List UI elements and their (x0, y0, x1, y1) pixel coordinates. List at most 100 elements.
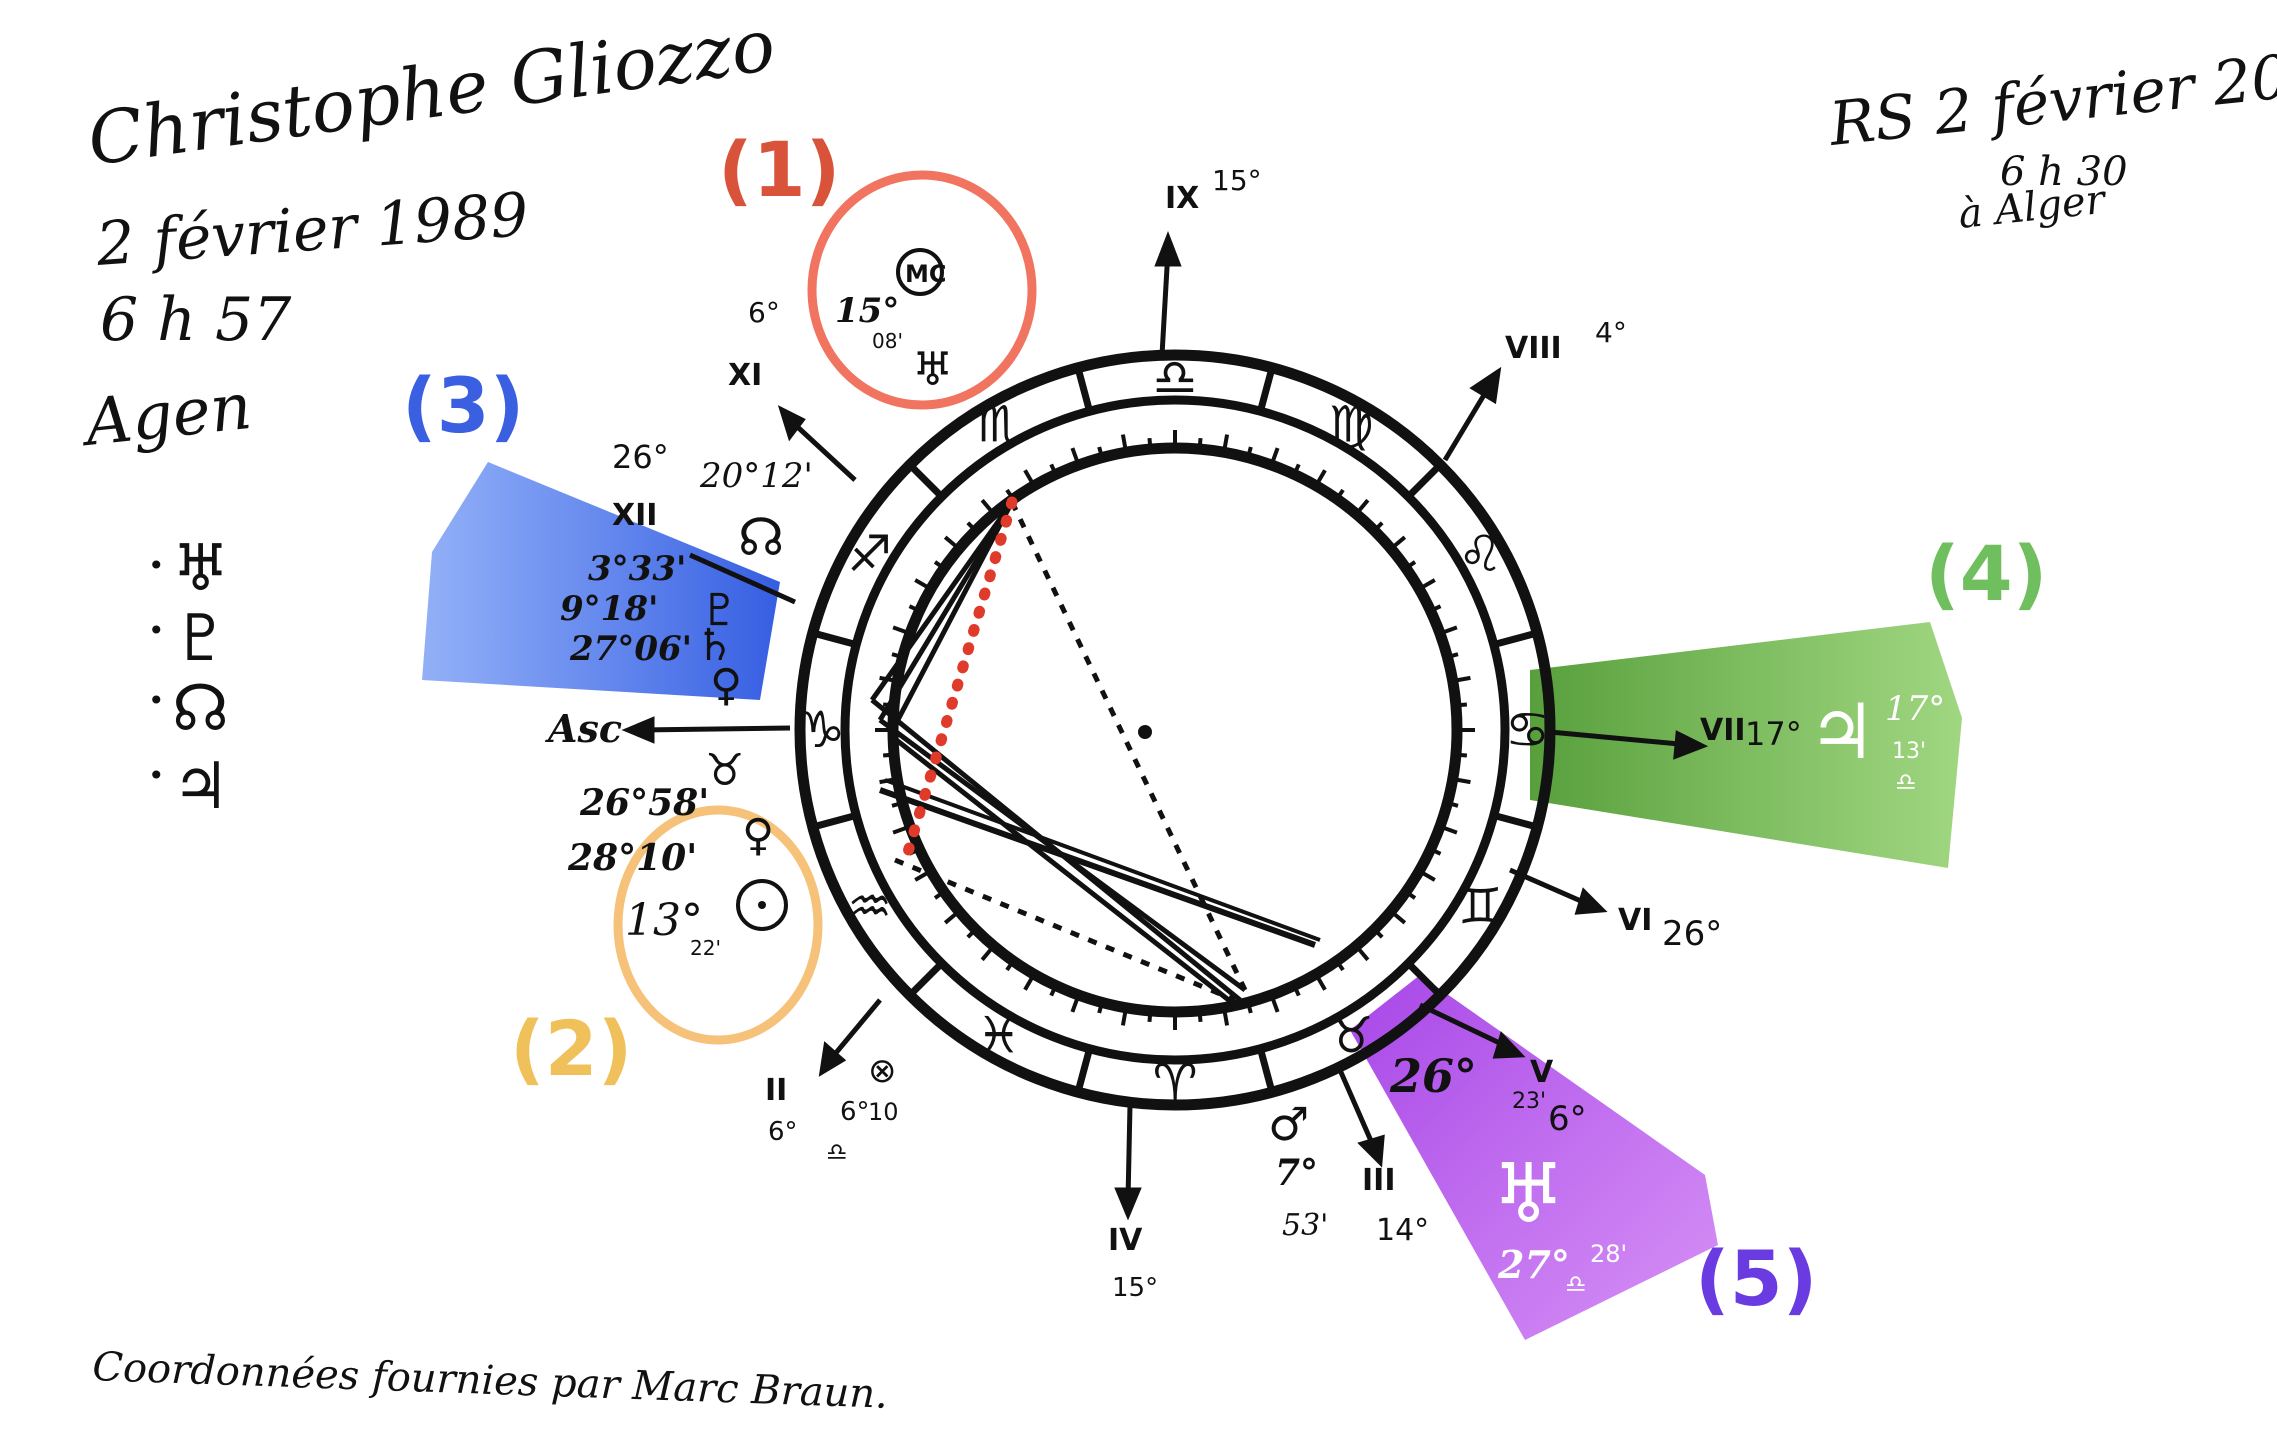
mc-annotation: MC 15° 08' ♅ (835, 248, 953, 396)
degree-tick (1452, 776, 1471, 785)
highlight-beam-4 (1530, 622, 1962, 868)
planet-list-bullet: • (148, 549, 165, 582)
degree-tick (1418, 869, 1436, 882)
house-vi-label: VI (1618, 903, 1652, 938)
blue-line-2: 9°18' (560, 589, 658, 629)
sign-leo: ♌ (1458, 525, 1503, 583)
uranus-sign: ♎ (1565, 1270, 1587, 1298)
sign-divider (907, 462, 945, 500)
house-xi-label: XI (728, 358, 762, 393)
jupiter-annotation: ♃ 17° 13' ♎ (1808, 687, 1945, 796)
mc-circle (896, 248, 944, 296)
house-vii-deg: 17° (1745, 715, 1802, 753)
cusp-line-iii (1337, 1068, 1378, 1152)
degree-tick (1439, 824, 1458, 835)
house-v-deg: 6° (1548, 1099, 1587, 1139)
degree-tick (966, 521, 978, 533)
chart-center (1138, 725, 1152, 739)
highlight-label-4: (4) (1925, 529, 2047, 618)
planet-list-item: ♃ (172, 750, 229, 824)
sign-capricorn: ♑ (800, 701, 845, 759)
ii-extra-deg: 6° (840, 1097, 870, 1127)
degree-tick (943, 909, 961, 925)
highlight-label-3: (3) (402, 361, 524, 450)
orange-annotation: ♉ 26°58' 28°10' ♀ 13° 22' (567, 745, 788, 960)
blue-annotation: 3°33' 9°18' 27°06' ♇ ♄ ♀ (560, 549, 742, 711)
zodiac-signs: ♎ ♍ ♌ ♋ ♊ ♉ ♈ ♓ ♒ ♑ ♐ ♏ (800, 349, 1550, 1112)
sign-divider (1074, 366, 1093, 413)
degree-tick (1372, 927, 1384, 939)
highlight-beam-5 (1350, 975, 1718, 1340)
cusp-line-vi (1508, 867, 1592, 908)
wheel-inner-ring (887, 442, 1463, 1018)
aspect-line (869, 500, 1015, 702)
cusp-line-viii (1442, 383, 1493, 462)
sign-divider (811, 812, 858, 831)
house-iii-label: III (1362, 1163, 1396, 1198)
house-viii-label: VIII (1505, 331, 1562, 366)
planet-list-item: ♇ (172, 602, 229, 676)
degree-tick (1389, 909, 1407, 925)
degree-tick (980, 944, 996, 962)
degree-tick (892, 625, 911, 636)
mc-min: 08' (872, 329, 903, 353)
native-birth-date: 2 février 1989 (93, 180, 531, 280)
ii-node-glyph: ⊗ (868, 1051, 897, 1091)
degree-tick (1404, 560, 1417, 570)
solar-return-title: RS 2 février 2026 (1825, 34, 2277, 160)
degree-tick (1292, 463, 1301, 476)
degree-tick (914, 578, 932, 591)
house-ix-deg: 15° (1212, 164, 1262, 197)
zodiac-wheel: ♎ ♍ ♌ ♋ ♊ ♉ ♈ ♓ ♒ ♑ ♐ ♏ (794, 349, 1556, 1112)
highlight-beam-3 (422, 462, 780, 700)
wheel-outer-ring (794, 349, 1556, 1111)
sign-divider (1257, 1047, 1276, 1094)
house-viii-deg: 4° (1595, 316, 1627, 349)
cusp-arrow-iii (1357, 1134, 1385, 1168)
solar-return-place: à Alger (1956, 177, 2110, 238)
sign-divider (1257, 366, 1276, 413)
sign-dividers (811, 366, 1539, 1094)
degree-tick (1197, 1010, 1203, 1023)
degree-tick (1246, 446, 1253, 459)
aspect-line-red-dotted (902, 496, 1018, 858)
house-iv-label: IV (1108, 1223, 1143, 1258)
ii-node-deg: 10 (868, 1098, 899, 1126)
cusp-line-vii (1549, 729, 1691, 748)
sign-divider (1492, 629, 1539, 648)
blue-venus-glyph: ♀ (710, 660, 742, 711)
cusp-line-xii (688, 552, 797, 605)
degree-tick (1429, 847, 1442, 856)
native-birth-time: 6 h 57 (100, 285, 292, 355)
cusp-line-ix (1159, 249, 1171, 356)
cusp-arrow-xi (777, 405, 806, 442)
aspect-line-dotted (1009, 500, 1248, 992)
house-vii-label: VII (1700, 713, 1746, 748)
degree-tick (933, 560, 946, 570)
header-right: RS 2 février 2026 6 h 30 à Alger (1825, 34, 2277, 238)
highlight-label-2: (2) (510, 1004, 632, 1093)
degree-tick (1452, 675, 1471, 684)
degree-tick (1049, 984, 1058, 997)
aspect-line (884, 778, 1321, 942)
sign-virgo: ♍ (1329, 396, 1374, 454)
sign-cancer: ♋ (1505, 701, 1550, 759)
degree-tick (1269, 994, 1280, 1013)
degree-tick (1292, 984, 1301, 997)
degree-tick (1354, 944, 1370, 962)
planet-list-bullet: • (148, 684, 165, 717)
highlight-label-5: (5) (1695, 1234, 1817, 1323)
degree-tick (1404, 890, 1417, 900)
house-iii-deg: 14° (1376, 1213, 1429, 1248)
degree-tick (1097, 1001, 1104, 1014)
sign-gemini: ♊ (1458, 877, 1503, 935)
jupiter-sign: ♎ (1895, 768, 1917, 796)
aspect-line (877, 500, 1015, 722)
degree-tick (1335, 488, 1345, 501)
degree-tick (1070, 994, 1081, 1013)
highlight-circle-1 (807, 170, 1037, 410)
uranus-glyph: ♅ (1492, 1147, 1566, 1242)
blue-line-3: 27°06' (569, 629, 692, 669)
mars-deg: 7° (1275, 1152, 1318, 1194)
aspect-lines (869, 496, 1321, 1007)
